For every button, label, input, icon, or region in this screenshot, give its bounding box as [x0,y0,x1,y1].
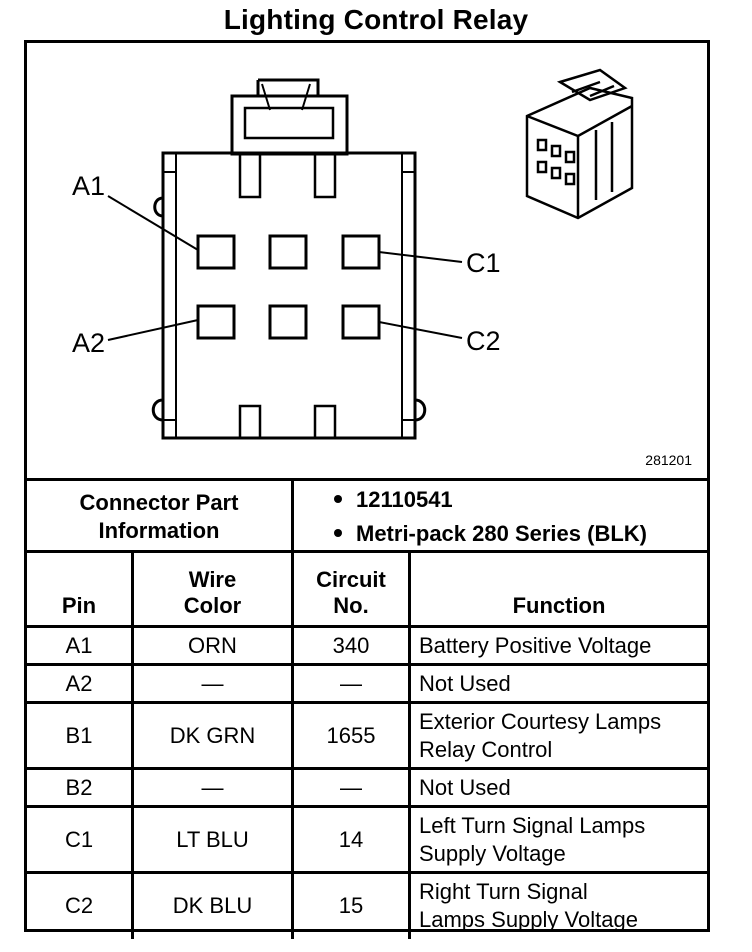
part-number-item: 12110541 [334,487,453,513]
wire-color-cell: — [131,663,293,703]
circuit-cell: — [291,663,410,703]
table-row: B2 — — Not Used [27,767,707,807]
wire-color-cell: ORN [131,625,293,665]
pin-cell: B1 [27,701,133,769]
function-cell: Not Used [408,767,707,807]
leader-a1 [107,195,199,251]
pin-cavity-a2 [196,304,236,340]
pin-cavity-c1 [341,234,381,270]
leader-c2 [378,321,463,339]
pin-cavity-a1 [196,234,236,270]
wire-color-cell: — [131,767,293,807]
function-cell: Battery Positive Voltage [408,625,707,665]
wire-color-cell: DK GRN [131,701,293,769]
label-a1: A1 [72,171,105,201]
connector-iso-view [525,68,634,220]
connector-info-values: 12110541 Metri-pack 280 Series (BLK) [294,481,707,553]
series-item: Metri-pack 280 Series (BLK) [334,521,647,547]
header-function: Function [408,550,707,627]
header-pin: Pin [27,550,133,627]
pin-cell: A2 [27,663,133,703]
leader-a2 [107,319,199,341]
label-c2: C2 [466,326,501,356]
pin-cell: C2 [27,871,133,939]
circuit-cell: — [291,767,410,807]
pin-cavity-c2 [341,304,381,340]
wire-color-cell: LT BLU [131,805,293,873]
table-row: A1 ORN 340 Battery Positive Voltage [27,625,707,665]
connector-latch [230,94,349,156]
circuit-cell: 15 [291,871,410,939]
connector-diagram: A1 A2 C1 C2 [72,68,634,440]
label-c1: C1 [466,248,501,278]
connector-body [161,151,417,440]
leader-c1 [378,251,463,263]
pin-cell: C1 [27,805,133,873]
function-cell: Not Used [408,663,707,703]
label-a2: A2 [72,328,105,358]
figure-number: 281201 [645,452,692,468]
circuit-cell: 1655 [291,701,410,769]
circuit-cell: 340 [291,625,410,665]
pin-cavity-b1 [268,234,308,270]
pin-cavity-b2 [268,304,308,340]
pin-cell: B2 [27,767,133,807]
pin-cell: A1 [27,625,133,665]
circuit-cell: 14 [291,805,410,873]
wire-color-cell: DK BLU [131,871,293,939]
page-title: Lighting Control Relay [223,4,529,35]
table-row: A2 — — Not Used [27,663,707,703]
